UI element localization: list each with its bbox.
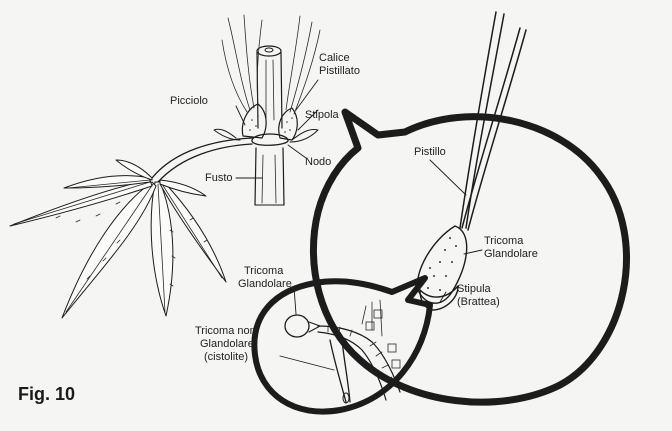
label-stipula-1: Stipula — [457, 283, 492, 295]
petiole — [151, 137, 253, 183]
labels: Calice Pistillato Picciolo Stipola Nodo … — [18, 52, 538, 404]
label-nodo: Nodo — [305, 156, 331, 168]
magnified-trichome-bubble — [251, 275, 433, 415]
label-non-glandolare-2: Glandolare — [200, 338, 254, 350]
figure-caption: Fig. 10 — [18, 384, 75, 404]
trichome-magnified — [284, 299, 401, 404]
label-fusto: Fusto — [205, 172, 233, 184]
label-non-glandolare-1: Tricoma non — [195, 325, 256, 337]
palmate-leaf — [9, 159, 227, 319]
stem-illustration — [213, 14, 321, 206]
label-tricoma-small-2: Glandolare — [238, 278, 292, 290]
label-calice: Calice — [319, 52, 350, 64]
label-non-glandolare-3: (cistolite) — [204, 351, 248, 363]
label-tricoma-glandolare-2: Glandolare — [484, 248, 538, 260]
label-pistillo: Pistillo — [414, 146, 446, 158]
label-tricoma-glandolare-1: Tricoma — [484, 235, 524, 247]
pistil-calyx-magnified — [416, 11, 527, 311]
label-pistillato: Pistillato — [319, 65, 360, 77]
label-stipula-2: (Brattea) — [457, 296, 500, 308]
magnified-flower-bubble — [309, 108, 630, 406]
label-stipola: Stipola — [305, 109, 340, 121]
label-picciolo: Picciolo — [170, 95, 208, 107]
label-tricoma-small-1: Tricoma — [244, 265, 284, 277]
leader-lines — [235, 79, 483, 371]
